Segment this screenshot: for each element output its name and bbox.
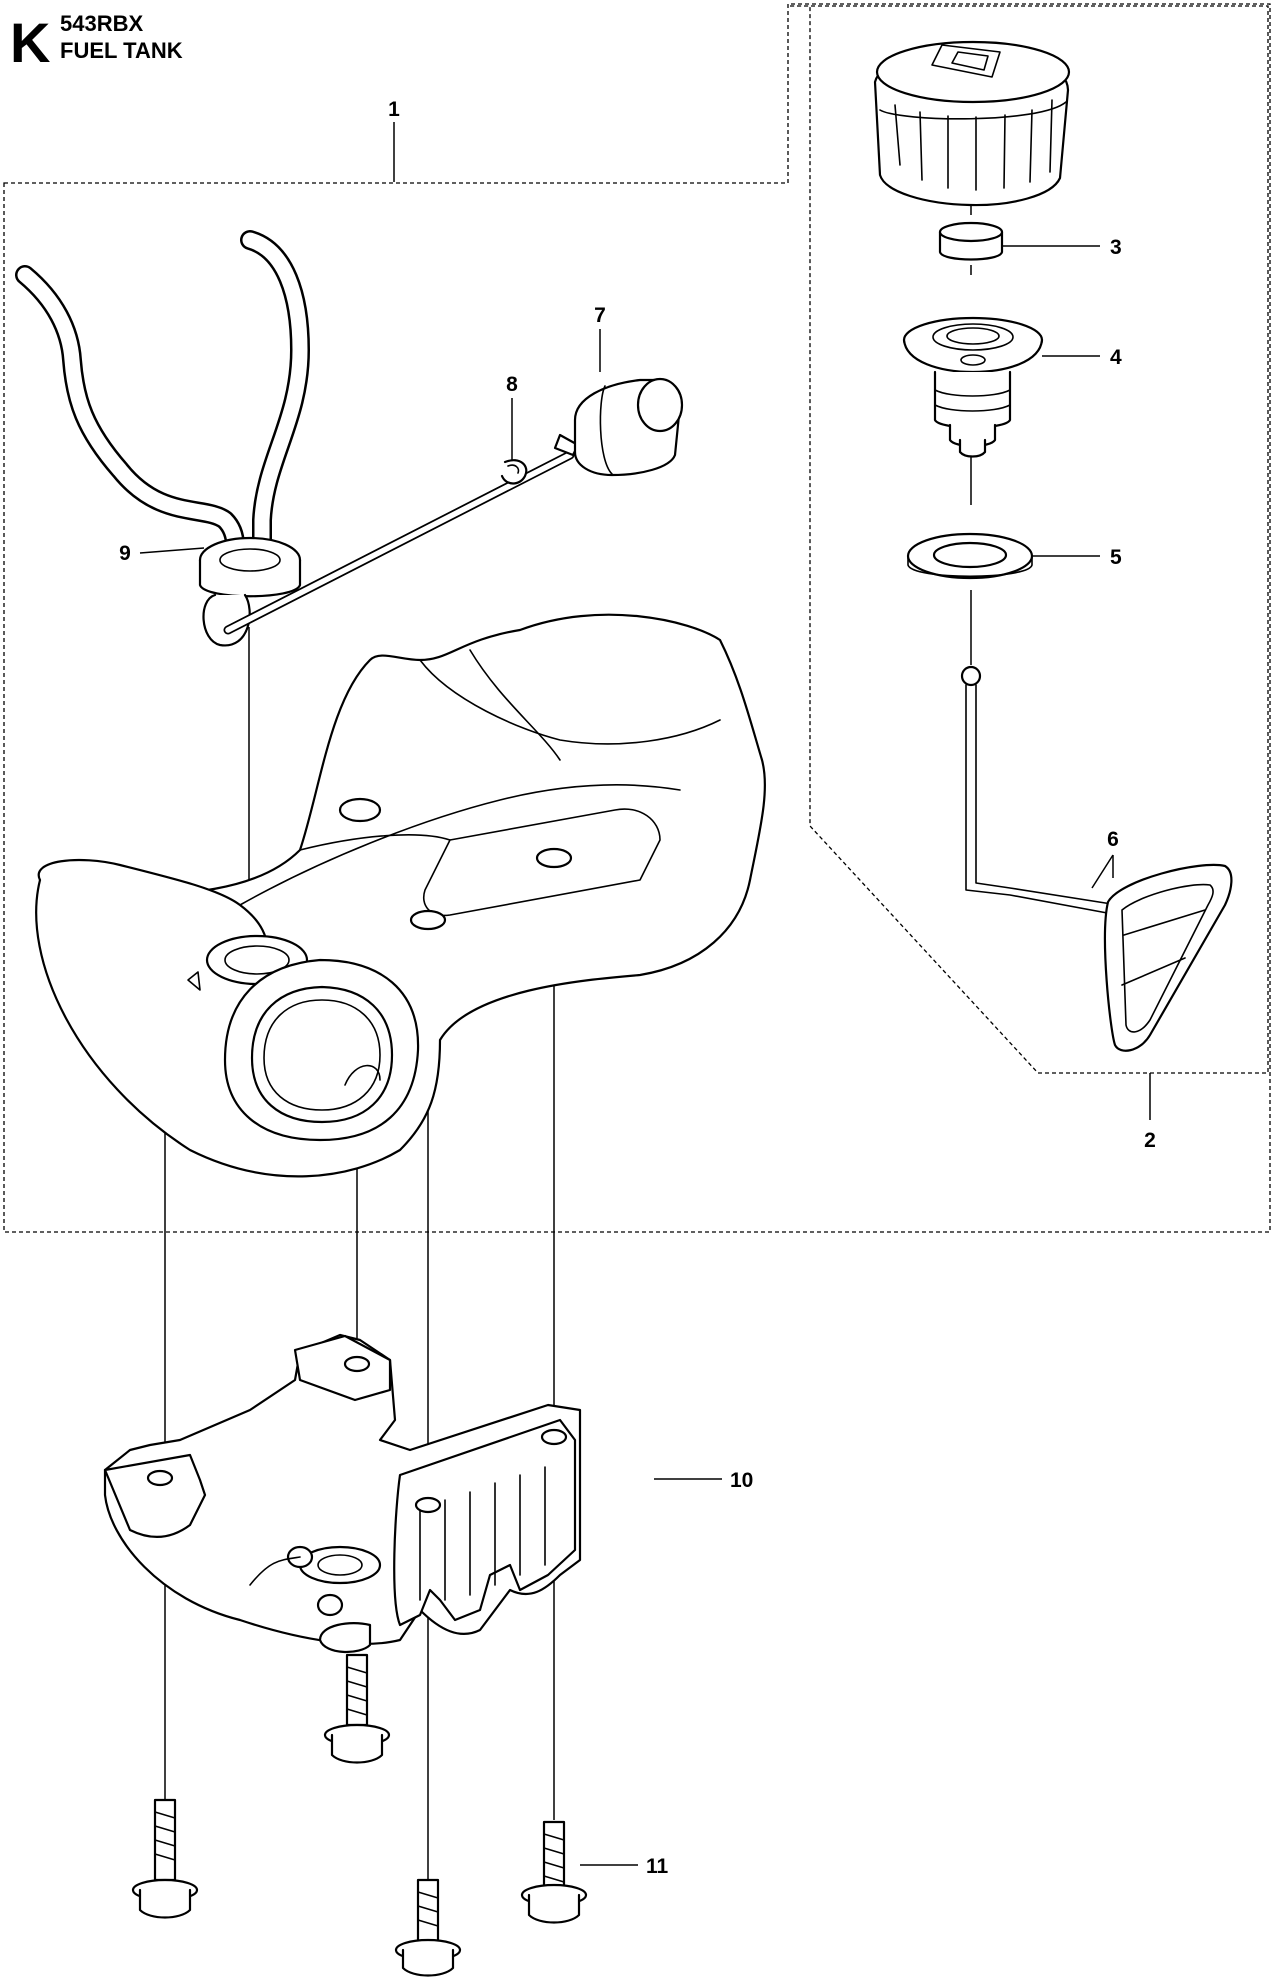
cap-retainer-strap bbox=[960, 665, 1233, 1052]
tank-bracket bbox=[103, 1333, 582, 1654]
callout-leaders bbox=[139, 122, 1151, 1866]
hose-clip bbox=[500, 459, 528, 485]
callout-numbers: 1 2 3 4 5 6 7 8 9 10 11 bbox=[119, 98, 1156, 1878]
callout-3: 3 bbox=[1110, 236, 1122, 259]
callout-10: 10 bbox=[730, 1469, 753, 1492]
fuel-tank bbox=[35, 613, 767, 1178]
model-name: 543RBX bbox=[60, 11, 143, 36]
fuel-filter bbox=[553, 377, 684, 477]
callout-1: 1 bbox=[388, 98, 400, 121]
screw-front-right bbox=[394, 1878, 462, 1977]
fuel-cap bbox=[873, 40, 1071, 207]
assembly-2-boundary bbox=[790, 5, 1269, 1074]
callout-8: 8 bbox=[506, 373, 518, 396]
section-title: FUEL TANK bbox=[60, 38, 183, 63]
page-header: K 543RBX FUEL TANK bbox=[10, 11, 183, 74]
section-letter: K bbox=[10, 11, 50, 74]
callout-5: 5 bbox=[1110, 546, 1122, 569]
callout-6: 6 bbox=[1107, 828, 1119, 851]
screw-rear-left bbox=[323, 1653, 391, 1764]
cap-valve-insert bbox=[902, 316, 1044, 458]
callout-4: 4 bbox=[1110, 346, 1122, 369]
screw-rear-right bbox=[520, 1820, 588, 1924]
screw-front-left bbox=[131, 1798, 199, 1919]
callout-9: 9 bbox=[119, 542, 131, 565]
callout-11: 11 bbox=[646, 1855, 669, 1878]
callout-7: 7 bbox=[594, 304, 606, 327]
assembly-1-boundary bbox=[3, 3, 1271, 1233]
cap-gasket bbox=[906, 532, 1034, 580]
hose-grommet bbox=[15, 230, 575, 647]
cap-plug bbox=[938, 221, 1004, 261]
callout-2: 2 bbox=[1144, 1129, 1156, 1152]
